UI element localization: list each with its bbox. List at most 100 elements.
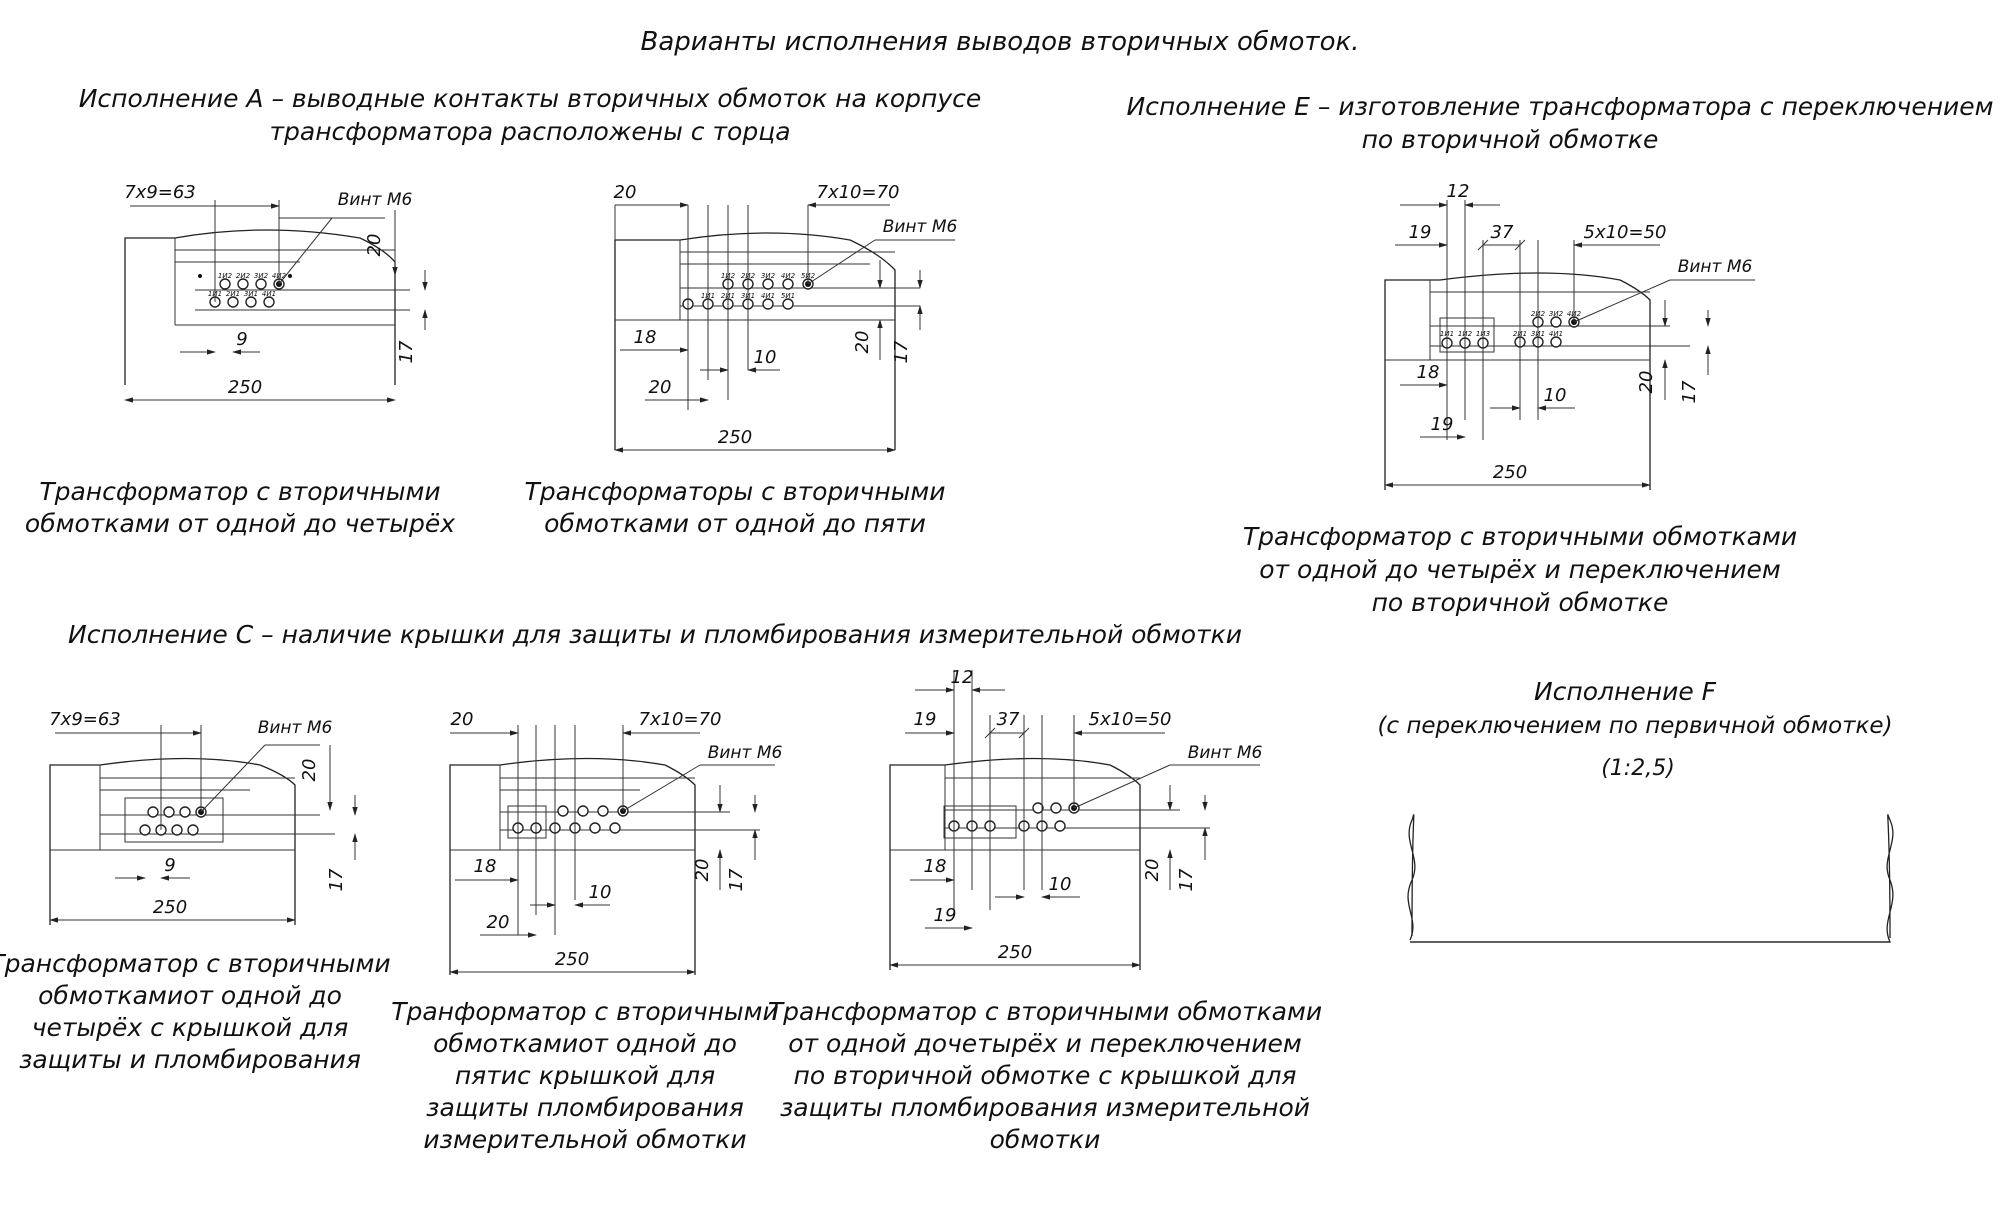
dim-label: 7x9=63 [124,182,196,203]
section-e-heading: Исполнение Е – изготовление трансформато… [1126,92,1993,121]
dim-label: 17 [396,340,417,363]
figure-caption: Трансформатор с вторичными [0,949,391,978]
dim-label: 9 [164,855,175,876]
dim-label: 250 [153,897,187,918]
terminal-block [139,806,207,836]
dim-label: 250 [998,942,1032,963]
dim-label: 10 [589,882,612,903]
terminal-label: 3И2 [1549,310,1564,318]
section-f-heading: Исполнение F [1534,677,1717,706]
terminal-label: 1И2 [218,272,233,280]
dim-label: 20 [487,912,510,933]
dim-label: 18 [1417,362,1440,383]
figure-caption: от одной дочетырёх и переключением [788,1029,1302,1058]
figure-caption: защиты пломбирования [426,1093,744,1122]
screw-label: Винт М6 [338,190,413,210]
section-e-heading-line2: по вторичной обмотке [1362,125,1659,154]
dim-label: 37 [1491,222,1514,243]
dim-label: 12 [951,667,974,688]
dim-label: 12 [1447,181,1470,202]
dim-label: 5x10=50 [1089,709,1172,730]
figure-caption: защиты и пломбирования [19,1045,361,1074]
figure-caption: Транформатор с вторичными [391,997,779,1026]
figure-caption: защиты пломбирования измерительной [780,1093,1310,1122]
dim-label: 20 [1142,859,1163,882]
figure-caption: обмоткамиот одной до [38,981,342,1010]
dim-label: 10 [1049,874,1072,895]
figure-a2: 1И2 2И2 3И2 4И2 5И2 1И1 2И1 3И1 4И1 5И1 … [524,182,957,538]
section-a-heading-line2: трансформатора расположены с торца [269,117,790,146]
figure-caption: Трансформатор с вторичными обмотками [768,997,1322,1026]
dim-label: 18 [634,327,657,348]
terminal-label: 4И1 [761,292,775,300]
dim-label: 7x9=63 [49,709,121,730]
dim-label: 20 [692,859,713,882]
figure-c2: 20 7x10=70 Винт М6 18 20 10 20 17 250 Тр… [391,709,782,1154]
dim-label: 17 [891,340,912,363]
screw-label: Винт М6 [1188,743,1263,763]
dim-label: 250 [555,949,589,970]
figure-a1: 1И2 2И2 3И2 4И2 1И1 2И1 3И1 4И1 7x9=63 В… [25,182,455,538]
dim-label: 37 [997,709,1020,730]
figure-c1: 7x9=63 Винт М6 20 17 9 250 Трансформатор… [0,709,391,1074]
figure-caption: обмотками от одной до четырёх [25,509,455,538]
dim-label: 250 [228,377,262,398]
dim-label: 20 [614,182,637,203]
section-f-scale: (1:2,5) [1601,756,1675,781]
terminal-label: 4И1 [262,290,276,298]
terminal-label: 2И2 [236,272,251,280]
dim-label: 250 [1493,462,1527,483]
dim-label: 19 [1431,414,1454,435]
dim-label: 7x10=70 [817,182,900,203]
terminal-label: 3И1 [244,290,258,298]
dim-label: 7x10=70 [639,709,722,730]
screw-label: Винт М6 [258,718,333,738]
dim-label: 20 [451,709,474,730]
terminal-block [512,805,629,834]
main-title: Варианты исполнения выводов вторичных об… [641,27,1360,57]
dim-label: 20 [1636,371,1657,394]
figure-caption: от одной до четырёх и переключением [1259,555,1780,584]
figure-caption: пятис крышкой для [455,1061,715,1090]
dim-label: 10 [754,347,777,368]
section-e: Исполнение Е – изготовление трансформато… [1126,92,1993,617]
terminal-label: 3И2 [761,272,776,280]
figure-caption: Трансформатор с вторичными [39,477,440,506]
screw-label: Винт М6 [883,217,958,237]
section-f-subheading: (с переключением по первичной обмотке) [1377,713,1892,739]
screw-label: Винт М6 [1678,257,1753,277]
figure-f [1407,814,1894,943]
terminal-label: 4И1 [1549,330,1563,338]
figure-caption: по вторичной обмотке с крышкой для [794,1061,1297,1090]
dim-label: 250 [718,427,752,448]
terminal-block: 1И2 2И2 3И2 4И2 1И1 2И1 3И1 4И1 [198,272,292,308]
dim-label: 17 [326,868,347,891]
dim-label: 9 [236,329,247,350]
dim-label: 17 [1679,380,1700,403]
dim-label: 18 [474,856,497,877]
dim-label: 19 [914,709,937,730]
figure-caption: измерительной обмотки [423,1125,746,1154]
dim-label: 19 [1409,222,1432,243]
figure-caption: Трансформатор с вторичными обмотками [1243,522,1797,551]
section-c: Исполнение С – наличие крышки для защиты… [0,620,1322,1154]
terminal-block: 1И1 1И2 1И3 2И2 3И2 4И2 2И1 3И1 4И1 [1440,310,1582,349]
dim-label: 20 [852,331,873,354]
section-f: Исполнение F (с переключением по первичн… [1377,677,1894,943]
dim-label: 5x10=50 [1584,222,1667,243]
dim-label: 20 [649,377,672,398]
dim-label: 20 [299,759,320,782]
terminal-block: 1И2 2И2 3И2 4И2 5И2 1И1 2И1 3И1 4И1 5И1 [682,272,816,310]
section-c-heading: Исполнение С – наличие крышки для защиты… [68,620,1242,649]
dim-label: 10 [1544,385,1567,406]
figure-caption: Трансформаторы с вторичными [524,477,945,506]
terminal-label: 3И2 [254,272,269,280]
terminal-label: 4И2 [781,272,796,280]
terminal-label: 5И1 [781,292,795,300]
figure-caption: по вторичной обмотке [1372,588,1669,617]
dim-label: 17 [1176,868,1197,891]
figure-e: 1И1 1И2 1И3 2И2 3И2 4И2 2И1 3И1 4И1 12 1… [1243,181,1797,617]
dim-label: 18 [924,856,947,877]
figure-caption: обмотки [990,1125,1101,1154]
